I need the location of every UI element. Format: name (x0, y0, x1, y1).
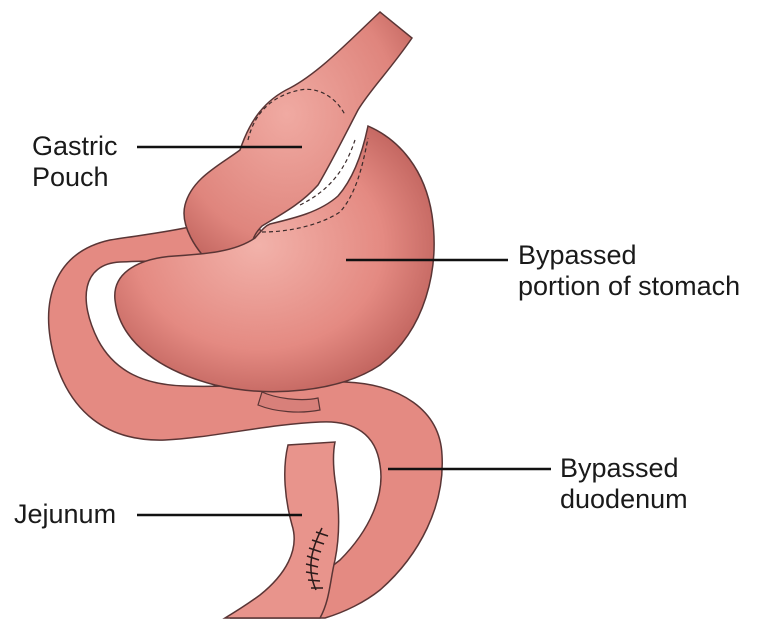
label-jejunum: Jejunum (14, 499, 116, 530)
jejunum-segment (225, 442, 339, 618)
label-bypassed-stomach: Bypassed portion of stomach (518, 240, 740, 302)
label-gastric-pouch: Gastric Pouch (32, 131, 118, 193)
label-bypassed-duodenum: Bypassed duodenum (560, 453, 688, 515)
